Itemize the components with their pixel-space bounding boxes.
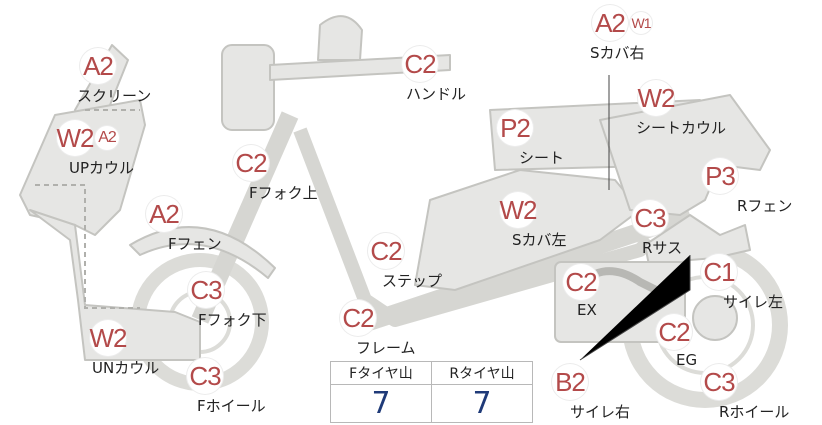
part-under-cowl[interactable]: W2 UNカウル [90,320,159,378]
part-front-fender[interactable]: A2 Fフェン [146,196,222,254]
part-scover-right[interactable]: A2 W1 Sカバ右 [590,5,652,63]
rear-tread-value[interactable]: 7 [431,384,533,423]
rear-tread-header: Rタイヤ山 [431,361,533,385]
damage-code-badge: C2 [340,300,376,336]
part-rear-fender[interactable]: P3 Rフェン [702,158,792,216]
part-label: Rサス [642,239,683,257]
part-label: Rホイール [719,403,790,421]
part-label: サイレ右 [570,403,631,421]
damage-code-badge: C2 [563,264,599,300]
part-seat-cowl[interactable]: W2 シートカウル [636,80,727,138]
part-label: Sカバ右 [590,44,645,62]
part-label: Sカバ左 [512,231,567,249]
part-scover-left[interactable]: W2 Sカバ左 [500,192,567,250]
part-exhaust[interactable]: C2 EX [563,264,599,319]
mirror-shape [317,15,363,61]
damage-code-badge: A2 [80,48,116,84]
muffler-right-leader [579,255,691,361]
part-rear-wheel[interactable]: C3 Rホイール [701,364,789,422]
part-up-cowl[interactable]: W2 A2 UPカウル [57,120,134,178]
part-label: Fホイール [197,397,266,415]
part-label: シート [519,149,565,167]
part-frame[interactable]: C2 フレーム [340,300,416,358]
part-front-fork-lower[interactable]: C3 Fフォク下 [188,272,267,330]
part-label: シートカウル [636,119,727,137]
damage-code-badge: P3 [702,158,738,194]
meter-shape [221,44,275,131]
damage-code-badge: C2 [233,145,269,181]
part-label: フレーム [356,339,416,357]
part-front-wheel[interactable]: C3 Fホイール [187,358,266,416]
part-screen[interactable]: A2 スクリーン [77,48,152,106]
part-label: Fフォク上 [249,184,318,202]
damage-code-badge: C2 [656,314,692,350]
front-tread-header: Fタイヤ山 [330,361,432,385]
damage-code-badge: W2 [57,120,95,156]
damage-code-badge: A2 [592,5,628,41]
damage-code-badge: C1 [701,254,737,290]
damage-code-badge: W2 [90,320,128,356]
part-label: EG [676,351,698,369]
part-front-fork-upper[interactable]: C2 Fフォク上 [233,145,318,203]
part-label: スクリーン [77,87,152,105]
part-label: サイレ左 [723,293,784,311]
part-rear-suspension[interactable]: C3 Rサス [632,200,682,258]
part-engine[interactable]: C2 EG [656,314,697,369]
part-handle[interactable]: C2 ハンドル [402,46,466,104]
tread-depth-table: Fタイヤ山 Rタイヤ山 7 7 [330,361,533,423]
damage-code-badge: C3 [701,364,737,400]
under-cowl-shape [29,209,201,361]
part-label: UNカウル [92,359,160,377]
part-label: ステップ [382,272,443,290]
damage-code-badge: C3 [632,200,668,236]
part-label: Fフェン [168,235,222,253]
damage-code-badge: C2 [368,233,404,269]
side-cover-left-shape [414,169,641,291]
damage-code-badge: W2 [638,80,676,116]
damage-code-badge: W2 [500,192,538,228]
part-muffler-left[interactable]: C1 サイレ左 [701,254,783,312]
part-label: EX [577,301,597,319]
damage-code-badge: C3 [188,272,224,308]
part-label: Rフェン [737,197,793,215]
damage-code-badge-secondary: A2 [95,126,119,150]
damage-code-badge: A2 [146,196,182,232]
damage-code-badge: P2 [497,110,533,146]
damage-code-badge: B2 [552,364,588,400]
part-step[interactable]: C2 ステップ [368,233,442,291]
part-label: Fフォク下 [198,311,267,329]
part-label: ハンドル [406,85,467,103]
part-muffler-right[interactable]: B2 サイレ右 [552,364,630,422]
part-label: UPカウル [69,159,135,177]
part-seat[interactable]: P2 シート [497,110,564,168]
damage-code-badge-secondary: W1 [630,12,652,34]
damage-code-badge: C3 [187,358,223,394]
damage-code-badge: C2 [402,46,438,82]
front-tread-value[interactable]: 7 [330,384,432,423]
